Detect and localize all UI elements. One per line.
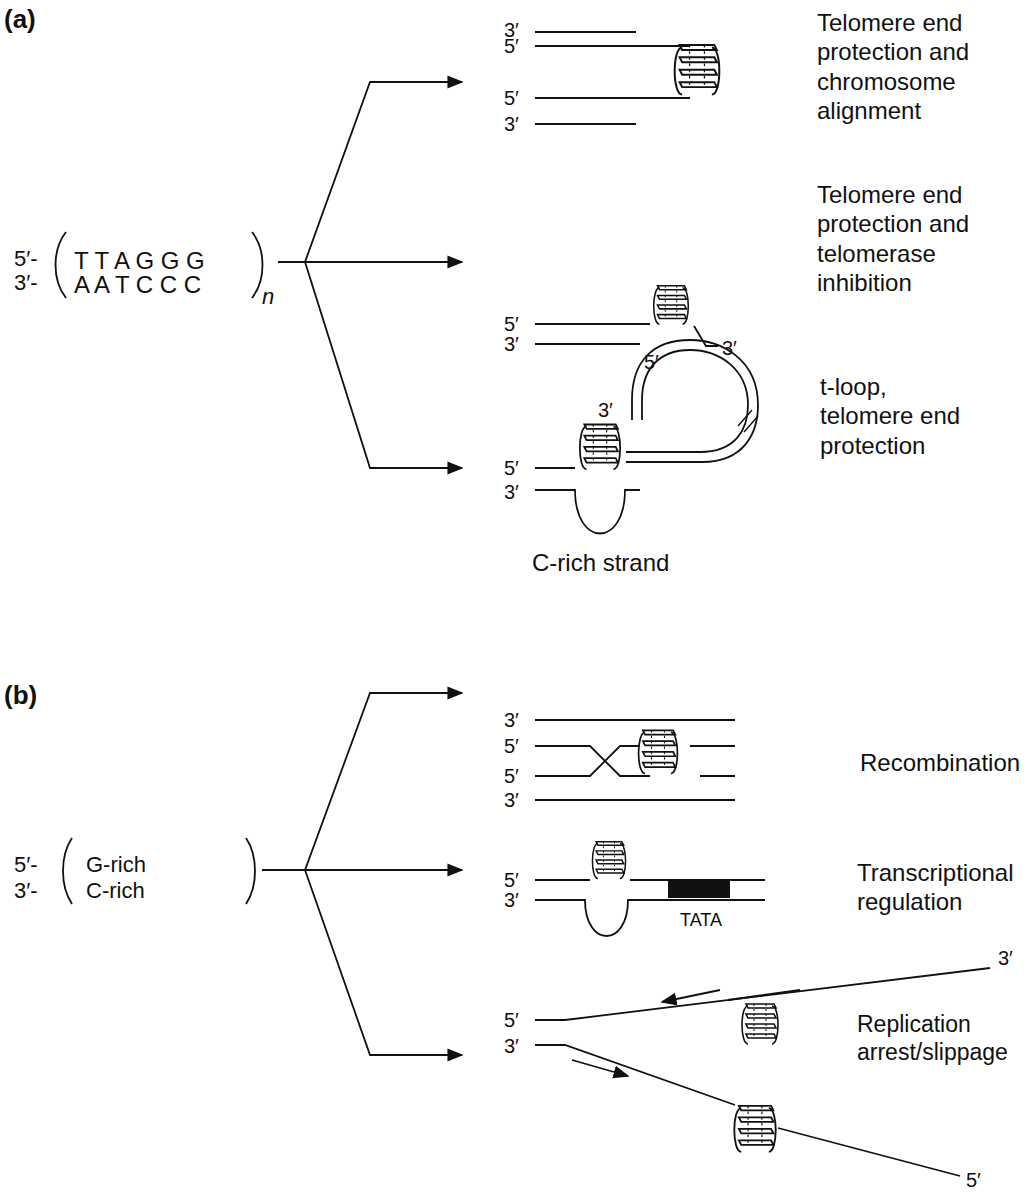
- strand-end-label: 3′: [998, 946, 1013, 970]
- strand-end-label: 5′: [966, 1168, 981, 1192]
- strand-end-label: 5′: [504, 312, 519, 336]
- strand-end-label: 5′: [504, 1008, 519, 1032]
- strand-end-label: 5′-: [14, 852, 38, 879]
- sequence-text: G-rich: [86, 852, 146, 879]
- strand-end-label: 3′: [504, 112, 519, 136]
- strand-end-label: 5′: [504, 456, 519, 480]
- repeat-count: n: [262, 284, 274, 311]
- strand-end-label: 3′-: [14, 878, 38, 905]
- strand-end-label: 3′: [504, 708, 519, 732]
- sequence-text: C-rich: [86, 878, 145, 905]
- strand-end-label: 3′: [722, 336, 737, 360]
- function-description: Recombination: [860, 748, 1020, 777]
- strand-end-label: 3′: [504, 888, 519, 912]
- tata-label: TATA: [680, 910, 722, 932]
- function-description: t-loop, telomere end protection: [820, 372, 980, 460]
- strand-label: C-rich strand: [532, 548, 669, 577]
- strand-end-label: 5′: [504, 764, 519, 788]
- sequence-text: A A T C C C: [74, 270, 201, 299]
- strand-end-label: 5′: [504, 868, 519, 892]
- strand-end-label: 5′: [504, 34, 519, 58]
- panel-letter: (b): [4, 680, 37, 712]
- strand-end-label: 5′: [504, 734, 519, 758]
- strand-end-label: 3′: [504, 480, 519, 504]
- strand-end-label: 3′: [504, 1034, 519, 1058]
- function-description: Telomere end protection and telomerase i…: [817, 180, 1022, 297]
- strand-end-label: 3′: [598, 398, 613, 422]
- function-description: Telomere end protection and chromosome a…: [817, 8, 1022, 125]
- function-description: Replication arrest/slippage: [857, 1010, 1022, 1066]
- strand-end-label: 5′: [504, 86, 519, 110]
- strand-end-label: 3′: [504, 788, 519, 812]
- sequence-text: T T A G G G: [74, 246, 205, 275]
- panel-letter: (a): [4, 4, 36, 36]
- function-description: Transcriptional regulation: [857, 858, 1022, 917]
- strand-end-label: 3′: [504, 332, 519, 356]
- strand-end-label: 3′-: [14, 270, 38, 297]
- strand-end-label: 5′: [644, 350, 659, 374]
- strand-end-label: 5′-: [14, 246, 38, 273]
